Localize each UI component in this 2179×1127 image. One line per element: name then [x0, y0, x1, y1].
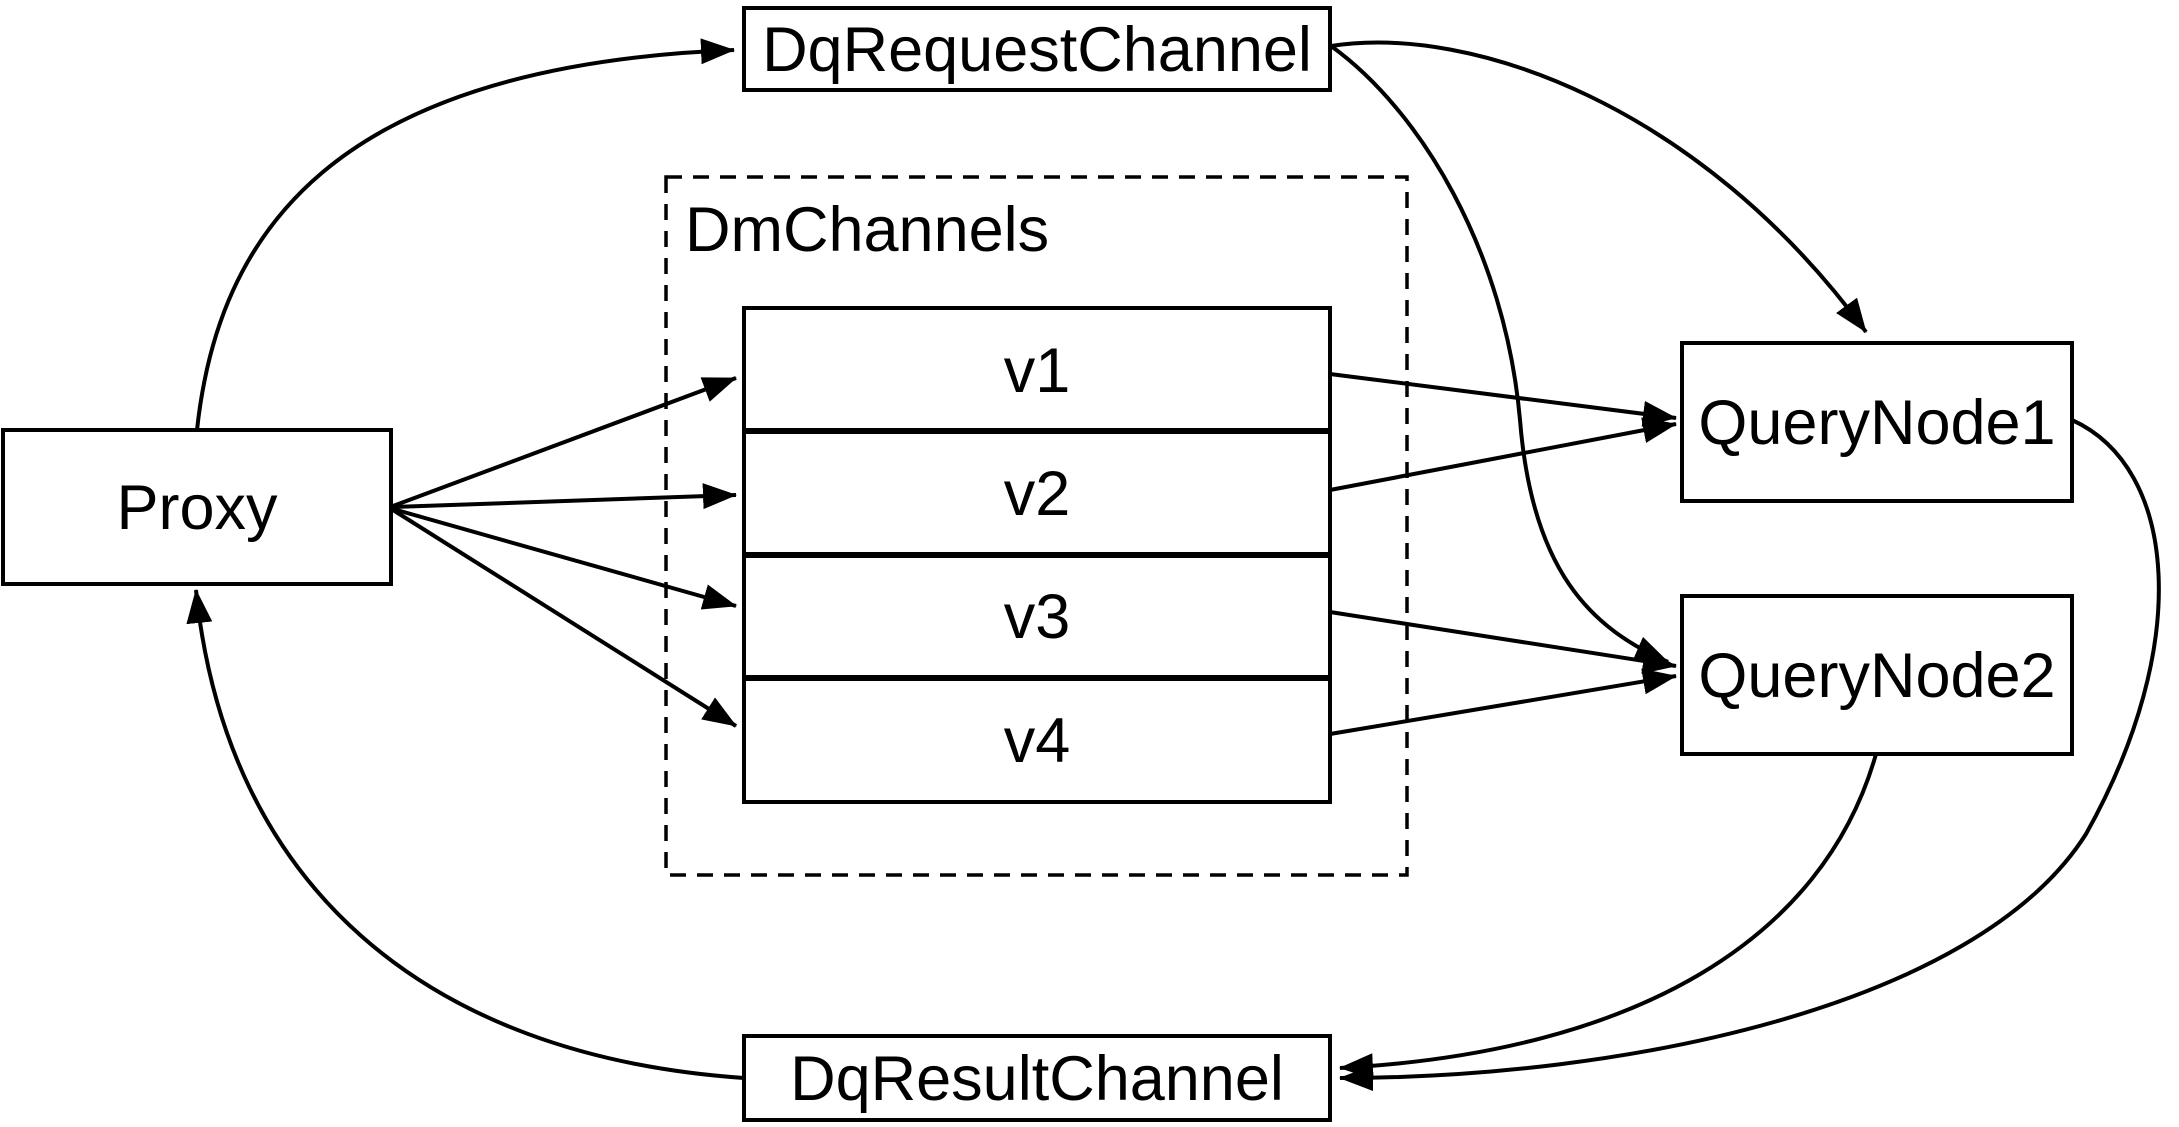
edge-dq-result-channel-to-proxy: [186, 589, 745, 1080]
channel-v1-label: v1: [1004, 336, 1071, 406]
channel-v4-label: v4: [1004, 706, 1071, 776]
dm-channels-group-label: DmChannels: [685, 195, 1049, 265]
query-node-2: QueryNode2: [1680, 594, 2074, 756]
edges: [186, 38, 2161, 1091]
dq-request-channel-box: [742, 6, 1332, 92]
edge-proxy-to-v1: [392, 376, 737, 508]
edge-proxy-to-v4: [391, 508, 738, 728]
channel-v3-label: v3: [1004, 582, 1071, 652]
dq-request-channel-node: DqRequestChannel: [742, 6, 1332, 92]
query-node-2-box: [1680, 594, 2074, 756]
edge-proxy-to-dq-request-channel: [195, 38, 735, 431]
edge-v4-to-query-node-2: [1329, 668, 1677, 736]
edge-v3-to-query-node-2: [1329, 610, 1677, 674]
query-node-1: QueryNode1: [1680, 341, 2074, 503]
query-node-1-label: QueryNode1: [1698, 388, 2055, 458]
edge-proxy-to-v3: [392, 507, 737, 610]
dq-result-channel-node: DqResultChannel: [742, 1034, 1332, 1122]
edge-dq-request-channel-to-query-node-2: [1329, 44, 1669, 664]
edge-v2-to-query-node-1: [1329, 417, 1677, 492]
edge-v1-to-query-node-1: [1329, 372, 1677, 427]
dm-channels-group-box: [664, 175, 1409, 877]
query-node-1-box: [1680, 341, 2074, 503]
channel-stack: v1 v2 v3 v4: [742, 306, 1332, 804]
dq-result-channel-box: [742, 1034, 1332, 1122]
edge-proxy-to-v2: [392, 483, 737, 510]
edge-query-node-1-to-dq-result-channel: [1339, 418, 2161, 1091]
proxy-label: Proxy: [116, 473, 278, 543]
channel-v2-label: v2: [1004, 459, 1071, 529]
query-node-2-label: QueryNode2: [1698, 641, 2055, 711]
dq-request-channel-label: DqRequestChannel: [762, 15, 1312, 85]
proxy-box: [1, 428, 393, 586]
edge-dq-request-channel-to-query-node-1: [1330, 40, 1868, 334]
edge-query-node-2-to-dq-result-channel: [1339, 753, 1878, 1080]
dm-channels-group: DmChannels: [664, 175, 1409, 877]
proxy-node: Proxy: [1, 428, 393, 586]
dq-result-channel-label: DqResultChannel: [790, 1044, 1284, 1114]
